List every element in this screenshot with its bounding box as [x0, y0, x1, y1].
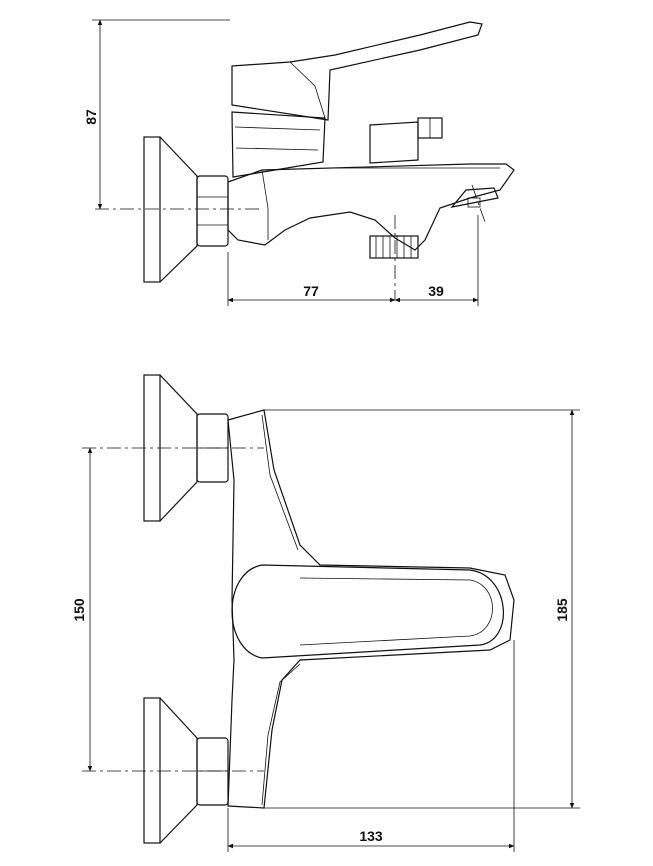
top-view: 150 185 133	[71, 374, 580, 852]
side-diverter-knob	[369, 117, 443, 164]
depth-label: 133	[359, 828, 383, 844]
dimension-77-39: 77 39	[227, 215, 479, 306]
dimension-150: 150	[71, 447, 93, 772]
side-spout	[227, 163, 515, 251]
top-lower-flange	[143, 697, 229, 844]
dimension-185: 185	[264, 409, 580, 809]
side-threaded-outlet	[369, 235, 419, 259]
height-label: 87	[83, 109, 99, 125]
width-right-label: 39	[428, 283, 444, 299]
dimension-87: 87	[83, 19, 230, 210]
overall-length-label: 185	[554, 598, 570, 622]
centers-label: 150	[71, 598, 87, 622]
top-handle	[231, 564, 504, 659]
dimension-133: 133	[227, 640, 515, 852]
side-tip-centerline	[471, 184, 486, 223]
side-view: 87 77 39	[83, 19, 515, 306]
side-valve-body	[231, 111, 326, 178]
side-hex-nut	[196, 175, 229, 247]
top-body	[227, 409, 515, 809]
side-wall-flange	[143, 136, 198, 283]
side-outlet-tip	[450, 187, 499, 208]
side-lever-handle	[231, 21, 483, 121]
width-left-label: 77	[303, 283, 319, 299]
